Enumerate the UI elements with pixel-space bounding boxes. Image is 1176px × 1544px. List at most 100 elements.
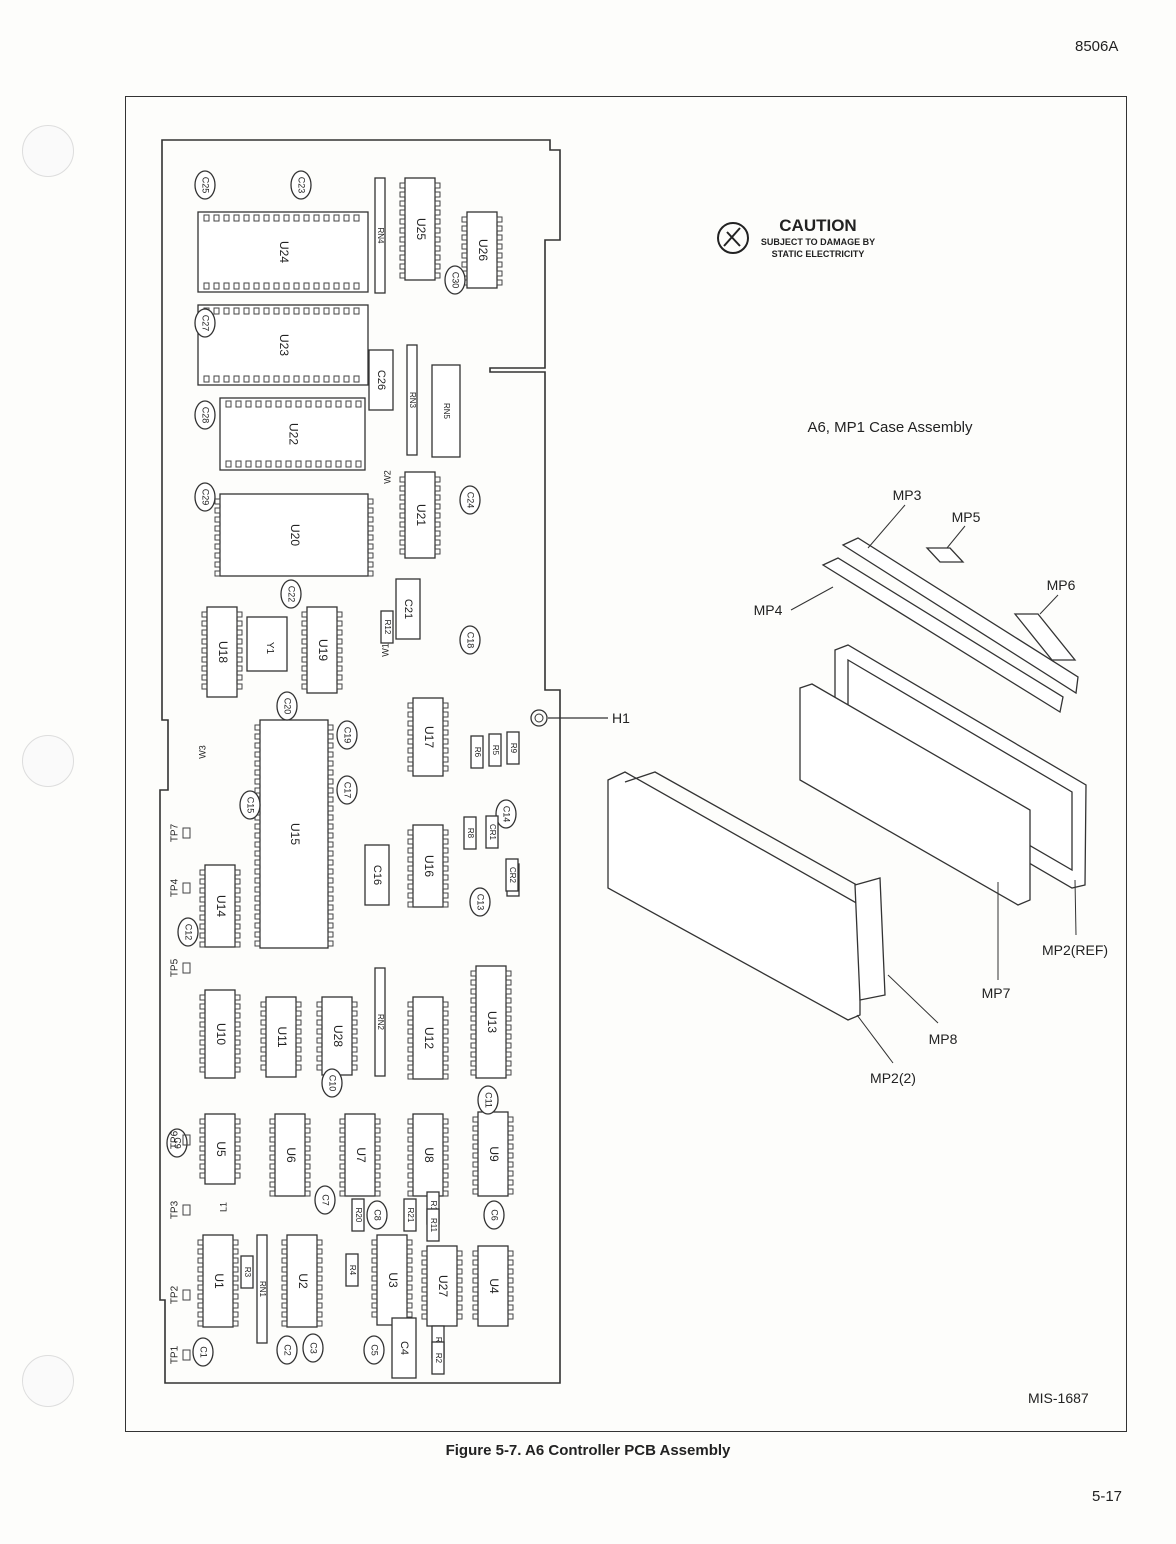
ic-label-u7: U7 [354, 1147, 368, 1163]
res-r3 [240, 1255, 254, 1289]
cap-label-c4: C4 [398, 1341, 410, 1355]
cap-c9 [166, 1128, 188, 1158]
cap-c10 [321, 1068, 343, 1098]
part-mp8: MP8 [929, 1031, 958, 1047]
ic-u7 [344, 1113, 376, 1197]
y1-label: Y1 [264, 642, 275, 655]
ic-label-u6: U6 [284, 1147, 298, 1163]
ic-u4 [477, 1245, 509, 1327]
caution-title: CAUTION [779, 216, 856, 235]
cap-c20 [276, 691, 298, 721]
cap-c5 [363, 1335, 385, 1365]
cap-label-c25: C25 [201, 177, 211, 194]
ic-label-u12: U12 [422, 1027, 436, 1049]
cap-c23 [290, 170, 312, 200]
cap-c6 [483, 1200, 505, 1230]
ic-label-u5: U5 [214, 1141, 228, 1157]
rn-rn2 [374, 967, 386, 1077]
rn-label-rn2: RN2 [376, 1014, 385, 1031]
ic-u27 [426, 1245, 458, 1327]
res-r9 [506, 731, 520, 765]
res-r6 [470, 735, 484, 769]
cap-label-c22: C22 [287, 586, 297, 603]
ic-u21 [404, 471, 436, 559]
ic-label-u26: U26 [476, 239, 490, 261]
pcb-outline [159, 139, 561, 1384]
ic-u6 [274, 1113, 306, 1197]
res-r21 [403, 1198, 417, 1232]
ic-u17 [412, 697, 444, 777]
cap-label-c1: C1 [199, 1346, 209, 1358]
part-mp7: MP7 [982, 985, 1011, 1001]
ic-label-u14: U14 [214, 895, 228, 917]
tp-tp6: TP6 [170, 1130, 181, 1149]
cap-label-c11: C11 [484, 1092, 494, 1108]
rn-label-rn4: RN4 [376, 227, 385, 244]
cap-c30 [444, 265, 466, 295]
ic-label-u10: U10 [214, 1023, 228, 1045]
cap-label-c9: C9 [173, 1137, 183, 1149]
part-mp2-2: MP2(2) [870, 1070, 916, 1086]
crystal-y1 [246, 616, 288, 672]
ic-label-u9: U9 [487, 1146, 501, 1162]
tp-pad-tp4 [182, 882, 191, 894]
page-number: 5-17 [1092, 1488, 1123, 1505]
tp-pad-tp1 [182, 1349, 191, 1361]
tp-tp2: TP2 [170, 1285, 181, 1304]
rn-label-rn1: RN1 [258, 1281, 267, 1298]
callout-leaders [790, 504, 1077, 1064]
ic-label-u16: U16 [422, 855, 436, 877]
ic-u22 [219, 397, 366, 471]
case-assembly-title: A6, MP1 Case Assembly [807, 419, 973, 436]
part-mp6: MP6 [1047, 577, 1076, 593]
part-mp3: MP3 [893, 487, 922, 503]
cap-label-c10: C10 [328, 1075, 338, 1092]
ic-label-u17: U17 [422, 726, 436, 748]
cap-c1 [192, 1337, 214, 1367]
cap-c28 [194, 400, 216, 430]
ic-label-u19: U19 [316, 639, 330, 661]
ic-label-u15: U15 [288, 823, 302, 845]
cap-label-c21: C21 [402, 599, 414, 619]
cap-label-c3: C3 [309, 1342, 319, 1354]
res-r12 [380, 610, 394, 644]
esd-hand-icon [717, 222, 749, 254]
ic-u12 [412, 996, 444, 1080]
binder-hole [22, 1355, 74, 1407]
cap-c12 [177, 917, 199, 947]
ic-label-u8: U8 [422, 1147, 436, 1163]
ic-u1 [202, 1234, 234, 1328]
ic-label-u20: U20 [288, 524, 302, 546]
cap-label-c6: C6 [490, 1209, 500, 1221]
cap-label-c29: C29 [201, 489, 211, 506]
res-label-cr1: CR1 [488, 824, 497, 841]
ic-u13 [475, 965, 507, 1079]
tp-pad-tp3 [182, 1204, 191, 1216]
res-label-r9: R9 [509, 743, 518, 754]
cap-c13 [469, 887, 491, 917]
ic-u15 [259, 719, 329, 949]
res-r8 [463, 816, 477, 850]
cap-c26 [368, 349, 394, 411]
res-label-r11: R11 [429, 1218, 438, 1233]
cap-label-c16: C16 [371, 865, 383, 885]
tp-tp1: TP1 [170, 1345, 181, 1364]
tp-pad-tp6 [182, 1134, 191, 1146]
ic-u24 [197, 211, 369, 293]
ic-label-u3: U3 [386, 1272, 400, 1288]
res-label-r3: R3 [243, 1267, 252, 1278]
misc-w1: W1 [380, 643, 390, 657]
binder-hole [22, 125, 74, 177]
ic-u26 [466, 211, 498, 289]
ic-label-u25: U25 [414, 218, 428, 240]
cap-label-c17: C17 [343, 782, 353, 799]
cap-label-c26: C26 [375, 370, 387, 390]
ic-u18 [206, 606, 238, 698]
ic-label-u18: U18 [216, 641, 230, 663]
ic-u11 [265, 996, 297, 1078]
cap-label-c15: C15 [246, 797, 256, 814]
part-mp4: MP4 [754, 602, 783, 618]
case-assembly-drawing [607, 537, 1087, 1021]
part-mp5: MP5 [952, 509, 981, 525]
ic-label-u24: U24 [277, 241, 291, 263]
